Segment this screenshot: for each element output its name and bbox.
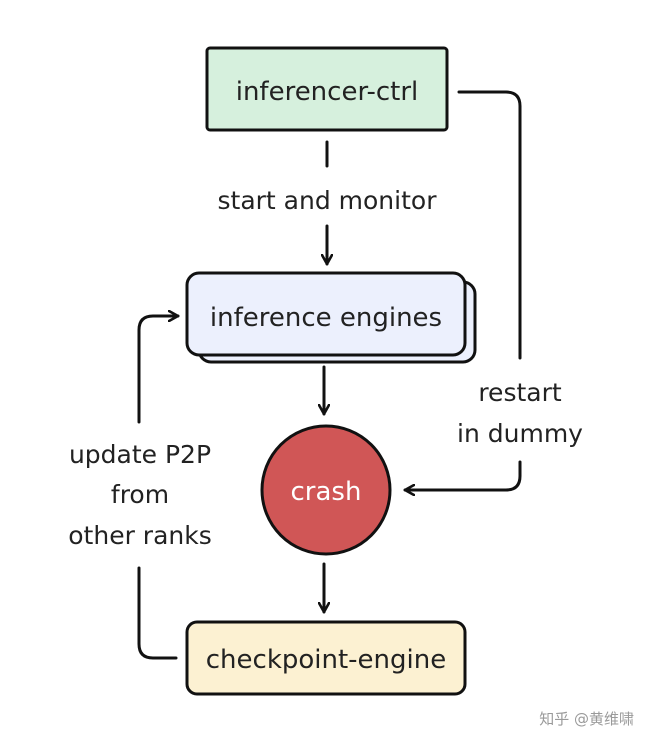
crash-label: crash	[291, 477, 362, 507]
inferencer-ctrl-node: inferencer-ctrl	[205, 46, 449, 132]
inference-engines-node: inference engines	[185, 271, 477, 364]
watermark: 知乎 @黄维啸	[539, 710, 634, 728]
inference-engines-label: inference engines	[210, 303, 442, 333]
inferencer-ctrl-label: inferencer-ctrl	[236, 77, 419, 107]
crash-node: crash	[260, 424, 392, 556]
crash-circle	[260, 424, 392, 556]
restart-label-line2: in dummy	[457, 419, 583, 448]
checkpoint-engine-label: checkpoint-engine	[206, 645, 447, 675]
checkpoint-engine-box	[185, 620, 467, 696]
checkpoint-engine-node: checkpoint-engine	[185, 620, 467, 696]
restart-label-line1: restart	[478, 378, 562, 407]
inferencer-ctrl-box	[205, 46, 449, 132]
start-monitor-label: start and monitor	[218, 186, 438, 215]
restart-path-lower	[403, 460, 522, 490]
update-label-line2: from	[111, 480, 169, 509]
restart-path-upper	[457, 90, 522, 360]
update-path-upper	[137, 316, 180, 424]
inference-engines-box	[185, 271, 467, 357]
update-label-line3: other ranks	[68, 521, 212, 550]
update-path-lower	[137, 566, 178, 660]
update-label-line1: update P2P	[69, 440, 211, 469]
